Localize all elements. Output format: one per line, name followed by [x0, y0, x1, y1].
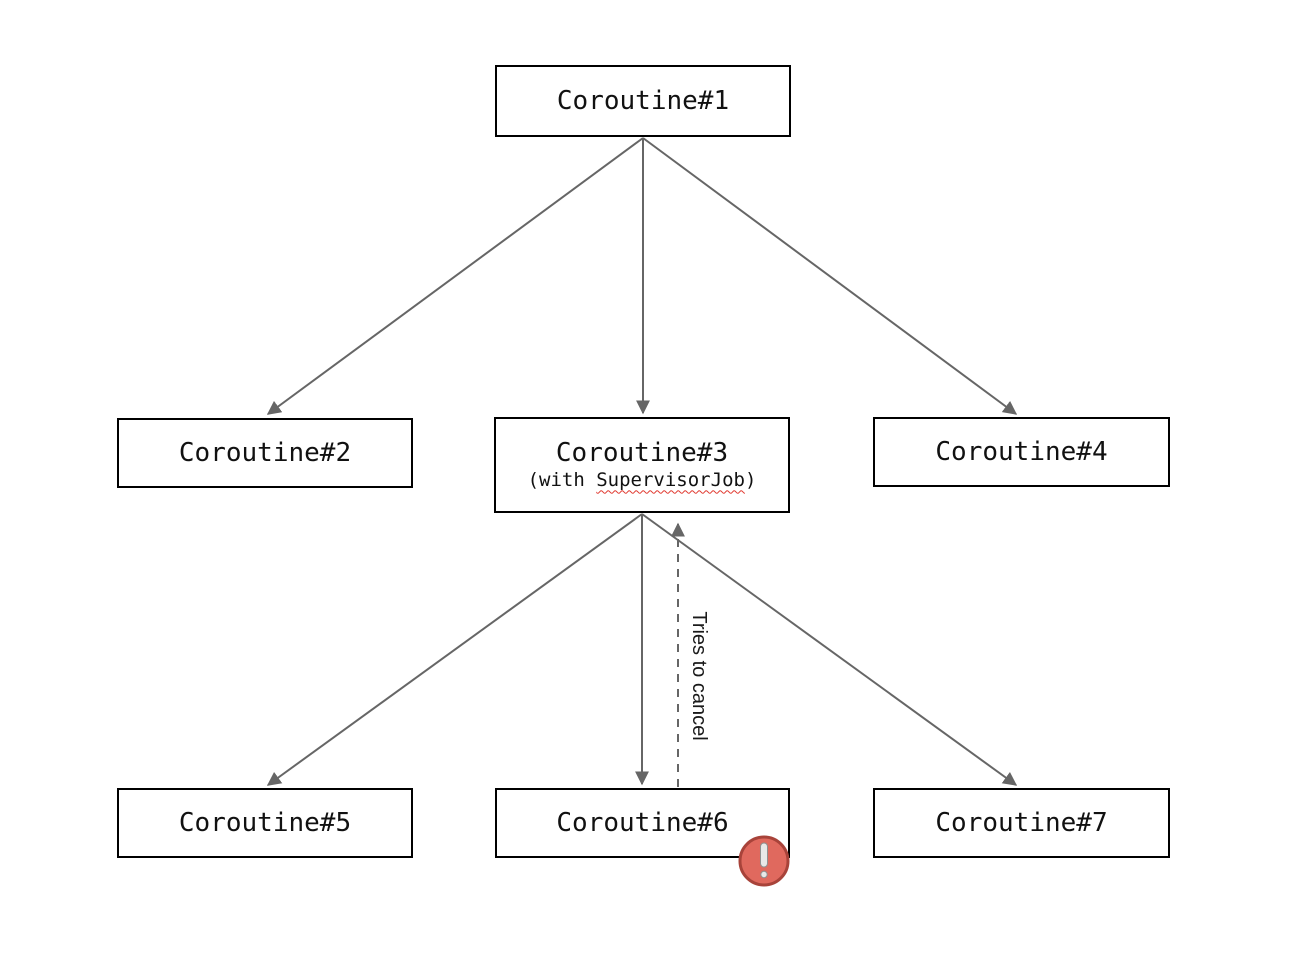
node-coroutine-3: Coroutine#3 (with SupervisorJob)	[494, 417, 790, 513]
node-coroutine-1: Coroutine#1	[495, 65, 791, 137]
node-sublabel: (with SupervisorJob)	[528, 468, 757, 493]
node-label: Coroutine#7	[935, 808, 1108, 838]
sublabel-suffix: )	[744, 468, 757, 491]
node-coroutine-5: Coroutine#5	[117, 788, 413, 858]
edge-c3-c7	[641, 513, 1018, 786]
node-coroutine-6: Coroutine#6	[495, 788, 790, 858]
exclamation-circle-icon	[738, 835, 790, 887]
sublabel-prefix: (with	[527, 468, 597, 491]
node-label: Coroutine#4	[935, 437, 1108, 467]
node-coroutine-7: Coroutine#7	[873, 788, 1170, 858]
node-coroutine-4: Coroutine#4	[873, 417, 1170, 487]
edge-c1-c4	[642, 137, 1018, 415]
node-label: Coroutine#3	[555, 437, 729, 468]
node-label: Coroutine#2	[178, 438, 352, 468]
cancel-edge-label: Tries to cancel	[688, 611, 710, 741]
supervisor-job-text: SupervisorJob	[596, 468, 745, 491]
node-label: Coroutine#6	[556, 808, 729, 838]
node-label: Coroutine#1	[556, 86, 730, 116]
edge-c1-c2	[266, 137, 644, 415]
edge-c3-c5	[266, 513, 643, 786]
node-label: Coroutine#5	[178, 808, 352, 838]
error-icon	[738, 835, 790, 887]
node-coroutine-2: Coroutine#2	[117, 418, 413, 488]
